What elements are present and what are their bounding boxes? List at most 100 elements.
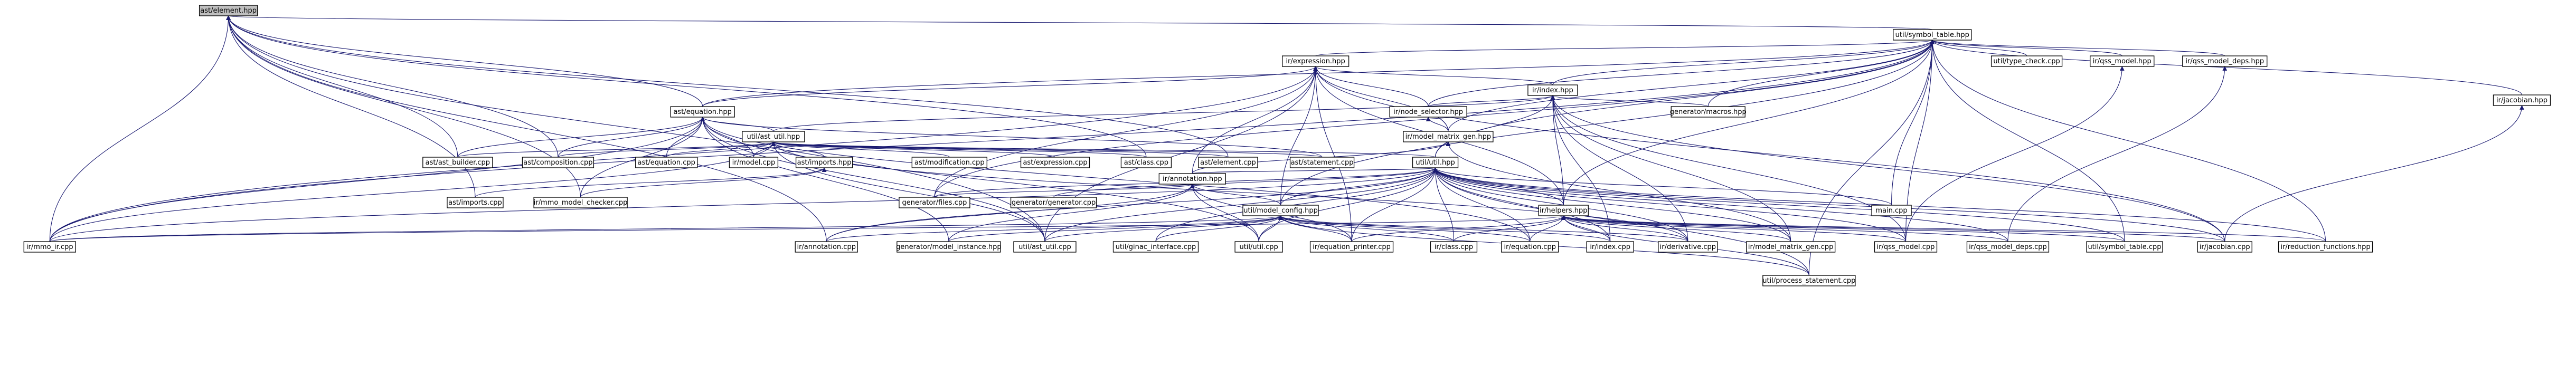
graph-node-ir-expression-hpp[interactable]: ir/expression.hpp bbox=[1281, 55, 1350, 67]
node-label: ir/jacobian.cpp bbox=[2200, 243, 2250, 251]
graph-node-ast-element-hpp: ast/element.hpp bbox=[199, 5, 258, 16]
node-label: ir/index.cpp bbox=[1590, 243, 1630, 251]
dependency-edge bbox=[1550, 95, 2225, 242]
graph-node-util-model-config-hpp[interactable]: util/model_config.hpp bbox=[1242, 205, 1319, 216]
graph-node-ir-qss-model-hpp[interactable]: ir/qss_model.hpp bbox=[2090, 55, 2155, 67]
graph-node-util-util-hpp[interactable]: util/util.hpp bbox=[1412, 157, 1459, 168]
graph-node-ast-statement-cpp[interactable]: ast/statement.cpp bbox=[1289, 157, 1355, 168]
node-label: util/type_check.cpp bbox=[1993, 57, 2060, 65]
graph-node-ir-class-cpp[interactable]: ir/class.cpp bbox=[1430, 241, 1478, 253]
dependency-edge bbox=[771, 141, 1229, 158]
dependency-edge bbox=[1930, 40, 2326, 242]
graph-node-ir-model-cpp[interactable]: ir/model.cpp bbox=[729, 157, 779, 168]
graph-node-ir-mmo-ir-cpp[interactable]: ir/mmo_ir.cpp bbox=[23, 241, 76, 253]
dependency-edge bbox=[771, 141, 950, 158]
node-box bbox=[199, 5, 258, 16]
graph-node-ast-composition-cpp[interactable]: ast/composition.cpp bbox=[522, 157, 595, 168]
graph-node-util-type-check-cpp[interactable]: util/type_check.cpp bbox=[1990, 55, 2063, 67]
dependency-edge bbox=[1707, 40, 1935, 107]
graph-node-ast-element-cpp[interactable]: ast/element.cpp bbox=[1198, 157, 1258, 168]
graph-node-ir-qss-model-deps-cpp[interactable]: ir/qss_model_deps.cpp bbox=[1966, 241, 2050, 253]
dependency-edge bbox=[1561, 215, 2326, 242]
node-label: ir/model_matrix_gen.hpp bbox=[1405, 133, 1492, 141]
graph-node-ast-imports-cpp[interactable]: ast/imports.cpp bbox=[447, 197, 504, 208]
graph-node-ir-mmo-model-checker-cpp[interactable]: ir/mmo_model_checker.cpp bbox=[533, 197, 628, 208]
graph-node-ir-derivative-cpp[interactable]: ir/derivative.cpp bbox=[1658, 241, 1718, 253]
graph-node-main-cpp[interactable]: main.cpp bbox=[1871, 205, 1912, 216]
node-label: ir/class.cpp bbox=[1435, 243, 1473, 251]
node-box bbox=[1198, 157, 1258, 168]
graph-node-ast-imports-hpp[interactable]: ast/imports.hpp bbox=[795, 157, 853, 168]
graph-node-ir-model-matrix-gen-hpp[interactable]: ir/model_matrix_gen.hpp bbox=[1403, 131, 1494, 142]
graph-node-util-util-cpp[interactable]: util/util.cpp bbox=[1234, 241, 1283, 253]
node-box bbox=[1871, 205, 1912, 216]
graph-node-ir-qss-model-cpp[interactable]: ir/qss_model.cpp bbox=[1874, 241, 1938, 253]
graph-node-ir-equation-cpp[interactable]: ir/equation.cpp bbox=[1501, 241, 1559, 253]
graph-node-ir-qss-model-deps-hpp[interactable]: ir/qss_model_deps.hpp bbox=[2182, 55, 2268, 67]
graph-node-ir-model-matrix-gen-cpp[interactable]: ir/model_matrix_gen.cpp bbox=[1746, 241, 1836, 253]
node-box bbox=[1234, 241, 1283, 253]
dependency-edge bbox=[1433, 167, 1892, 206]
dependency-edge bbox=[1433, 167, 1531, 242]
node-box bbox=[447, 197, 504, 208]
graph-node-util-symbol-table-cpp[interactable]: util/symbol_table.cpp bbox=[2086, 241, 2163, 253]
graph-node-util-ginac-interface-cpp[interactable]: util/ginac_interface.cpp bbox=[1112, 241, 1199, 253]
dependency-edge bbox=[1190, 184, 1281, 206]
graph-node-ir-reduction-functions-hpp[interactable]: ir/reduction_functions.hpp bbox=[2278, 241, 2373, 253]
node-box bbox=[899, 197, 970, 208]
node-label: ast/ast_builder.cpp bbox=[426, 159, 490, 167]
graph-node-generator-files-cpp[interactable]: generator/files.cpp bbox=[899, 197, 970, 208]
node-label: ast/element.hpp bbox=[200, 7, 257, 15]
dependency-edge bbox=[700, 117, 949, 242]
node-label: ir/mmo_model_checker.cpp bbox=[534, 199, 628, 207]
graph-node-util-ast-util-cpp[interactable]: util/ast_util.cpp bbox=[1013, 241, 1077, 253]
node-box bbox=[795, 241, 858, 253]
dependency-edge bbox=[1313, 66, 1429, 107]
graph-node-generator-model-instance-hpp[interactable]: generator/model_instance.hpp bbox=[896, 241, 1002, 253]
dependency-edge bbox=[1561, 215, 2008, 242]
graph-node-ir-jacobian-cpp[interactable]: ir/jacobian.cpp bbox=[2197, 241, 2252, 253]
node-box bbox=[1893, 29, 1972, 41]
dependency-edge bbox=[1258, 167, 1438, 242]
dependency-edge bbox=[1561, 215, 1791, 242]
node-box bbox=[1281, 55, 1350, 67]
node-box bbox=[2493, 94, 2551, 106]
node-box bbox=[911, 157, 987, 168]
graph-node-ir-helpers-hpp[interactable]: ir/helpers.hpp bbox=[1538, 205, 1589, 216]
graph-node-ast-class-cpp[interactable]: ast/class.cpp bbox=[1120, 157, 1172, 168]
node-label: ast/statement.cpp bbox=[1291, 159, 1354, 167]
graph-node-ast-expression-cpp[interactable]: ast/expression.cpp bbox=[1020, 157, 1090, 168]
dependency-edge bbox=[1280, 40, 1935, 206]
node-label: main.cpp bbox=[1875, 207, 1907, 215]
graph-node-ast-equation-hpp[interactable]: ast/equation.hpp bbox=[670, 106, 735, 118]
graph-node-util-process-statement-cpp[interactable]: util/process_statement.cpp bbox=[1762, 275, 1856, 286]
graph-node-ir-jacobian-hpp[interactable]: ir/jacobian.hpp bbox=[2493, 94, 2551, 106]
graph-node-ir-node-selector-hpp[interactable]: ir/node_selector.hpp bbox=[1389, 106, 1467, 118]
graph-node-util-symbol-table-hpp[interactable]: util/symbol_table.hpp bbox=[1893, 29, 1972, 41]
graph-node-ir-annotation-hpp[interactable]: ir/annotation.hpp bbox=[1158, 173, 1226, 185]
graph-node-ir-index-hpp[interactable]: ir/index.hpp bbox=[1527, 84, 1578, 96]
edges-layer bbox=[49, 15, 2524, 276]
dependency-edge bbox=[226, 15, 581, 198]
dependency-edge bbox=[666, 141, 776, 158]
graph-node-ir-equation-printer-cpp[interactable]: ir/equation_printer.cpp bbox=[1309, 241, 1394, 253]
graph-node-ir-annotation-cpp[interactable]: ir/annotation.cpp bbox=[795, 241, 858, 253]
graph-node-ast-modification-cpp[interactable]: ast/modification.cpp bbox=[911, 157, 987, 168]
dependency-edge bbox=[773, 95, 1555, 132]
dependency-edge bbox=[49, 215, 1565, 242]
dependency-edge bbox=[1053, 167, 1438, 198]
dependency-edge bbox=[2224, 105, 2524, 242]
graph-node-util-ast-util-hpp[interactable]: util/ast_util.hpp bbox=[742, 131, 805, 142]
dependency-edge bbox=[1530, 215, 1566, 242]
graph-node-ir-index-cpp[interactable]: ir/index.cpp bbox=[1586, 241, 1634, 253]
node-box bbox=[1242, 205, 1319, 216]
graph-node-ast-ast-builder-cpp[interactable]: ast/ast_builder.cpp bbox=[422, 157, 493, 168]
graph-node-ast-equation-cpp[interactable]: ast/equation.cpp bbox=[635, 157, 698, 168]
dependency-edge bbox=[1550, 95, 1709, 107]
graph-node-generator-generator-cpp[interactable]: generator/generator.cpp bbox=[1010, 197, 1097, 208]
node-label: ir/derivative.cpp bbox=[1660, 243, 1716, 251]
node-box bbox=[1527, 84, 1578, 96]
node-label: ir/model.cpp bbox=[732, 159, 776, 167]
graph-node-generator-macros-hpp[interactable]: generator/macros.hpp bbox=[1670, 106, 1747, 118]
